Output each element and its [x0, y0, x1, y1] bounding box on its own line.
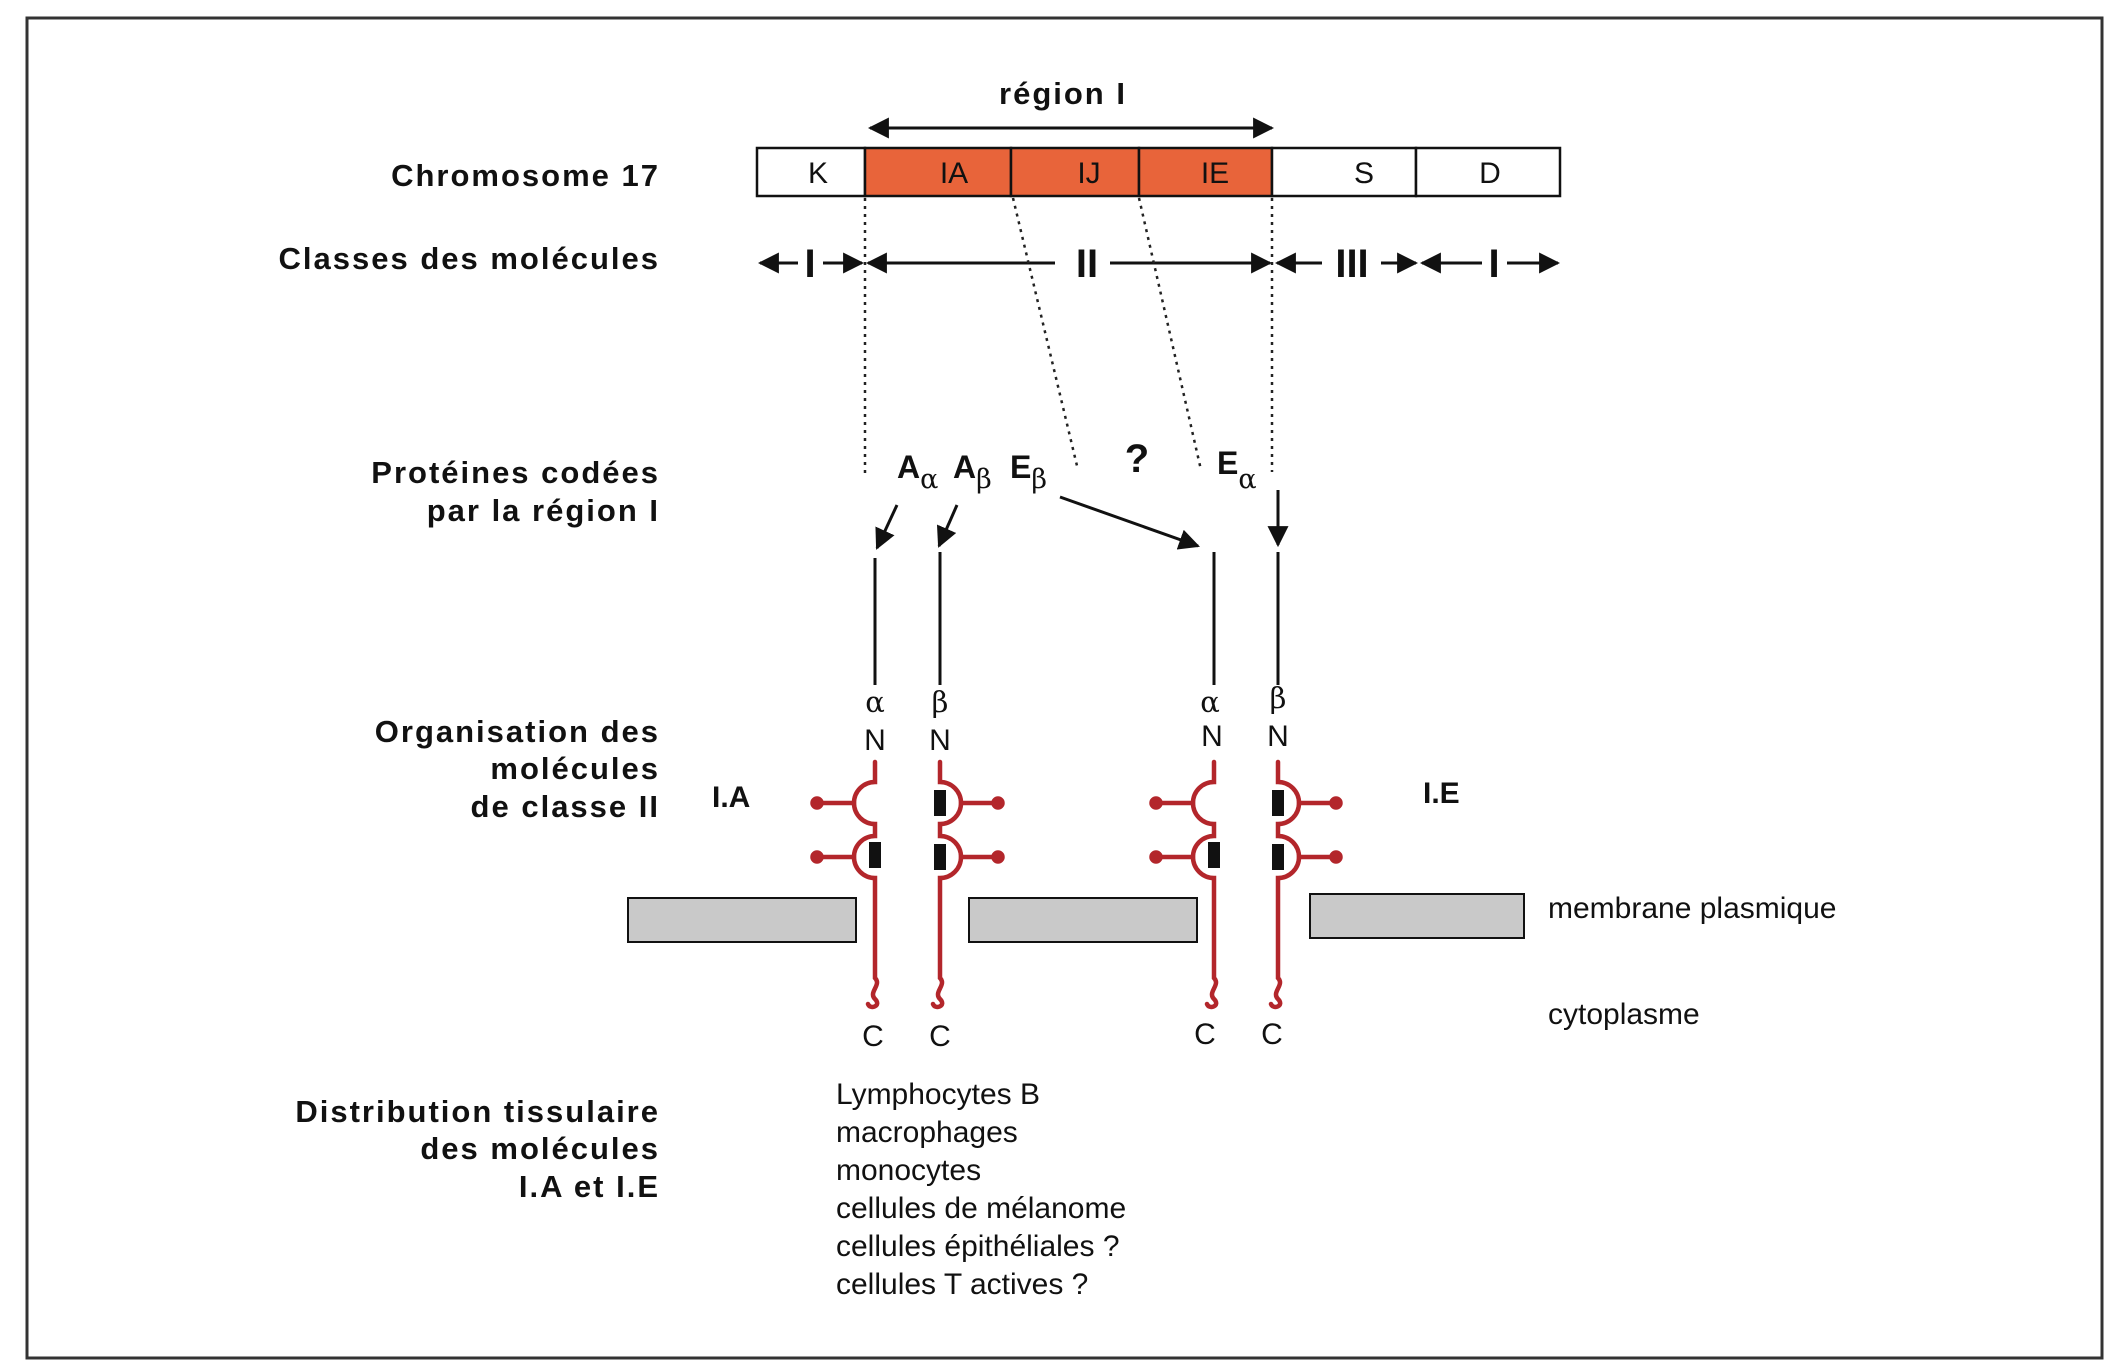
- chain-4-n-terminus: N: [1267, 720, 1289, 753]
- chain-4-c-terminus: C: [1261, 1018, 1283, 1051]
- protein-e-beta: Eβ: [1010, 449, 1047, 495]
- membrane-segment-middle: [968, 897, 1198, 943]
- molecule-ie-label: I.E: [1423, 777, 1460, 810]
- segment-ij: [1009, 146, 1141, 198]
- ia-alpha-disulfide-block: [869, 842, 881, 868]
- segment-s: [1270, 146, 1418, 198]
- protein-e-alpha: Eα: [1217, 445, 1257, 495]
- ia-beta-block-upper: [934, 790, 946, 816]
- proteins-row: Aα Aβ Eβ ? Eα: [897, 437, 1257, 495]
- proteins-row-label-line2: par la région I: [427, 493, 660, 528]
- ie-beta-chain: [1268, 759, 1343, 1010]
- segment-ie: [1137, 146, 1274, 198]
- organisation-row-label-line2: molécules: [490, 751, 660, 786]
- arrow-a-alpha-to-chain: [875, 504, 899, 550]
- distribution-item: monocytes: [836, 1154, 981, 1187]
- projection-line-ij-ie: [1137, 197, 1203, 471]
- distribution-row-label-line1: Distribution tissulaire: [295, 1094, 660, 1129]
- ie-alpha-chain: [1149, 759, 1219, 1010]
- ia-alpha-chain: [810, 759, 880, 1010]
- plasma-membrane: [627, 893, 1525, 943]
- cytoplasm-label: cytoplasme: [1548, 998, 1700, 1031]
- chain-3-c-terminus: C: [1194, 1018, 1216, 1051]
- distribution-row-label-line3: I.A et I.E: [519, 1169, 660, 1204]
- class-ii-label: II: [1076, 242, 1098, 286]
- distribution-item: Lymphocytes B: [836, 1078, 1040, 1111]
- segment-ie-label: IE: [1201, 157, 1229, 190]
- region-label: région I: [999, 76, 1127, 111]
- chain-leaders: [873, 552, 1280, 685]
- molecule-ia-label: I.A: [712, 781, 750, 814]
- proteins-row-label-line1: Protéines codées: [371, 455, 660, 490]
- ia-beta-block-lower: [934, 844, 946, 870]
- protein-a-beta: Aβ: [953, 449, 992, 495]
- class-i-d-label: I: [1488, 242, 1499, 286]
- distribution-row-label-line2: des molécules: [420, 1131, 660, 1166]
- chromosome-bar: K IA IJ IE S D: [755, 146, 1562, 198]
- arrow-a-beta-to-chain: [936, 504, 959, 548]
- ie-alpha-disulfide-block: [1208, 842, 1220, 868]
- segment-ij-label: IJ: [1077, 157, 1100, 190]
- segment-k-label: K: [808, 157, 828, 190]
- class-iii-label: III: [1335, 242, 1368, 286]
- segment-ia-label: IA: [940, 157, 968, 190]
- ie-beta-block-lower: [1272, 844, 1284, 870]
- chain-1-n-terminus: N: [864, 724, 886, 757]
- unknown-protein-mark: ?: [1125, 437, 1149, 481]
- segment-d-label: D: [1479, 157, 1501, 190]
- membrane-label: membrane plasmique: [1548, 892, 1836, 925]
- chain-2-n-terminus: N: [929, 724, 951, 757]
- arrow-e-beta-to-chain: [1059, 495, 1200, 550]
- chain-1-greek: α: [865, 685, 885, 719]
- protein-chain-arrows: [875, 490, 1289, 550]
- class-row: I II III I: [757, 242, 1561, 286]
- membrane-segment-right: [1309, 893, 1525, 939]
- chain-1-c-terminus: C: [862, 1020, 884, 1053]
- organisation-row-label-line1: Organisation des: [375, 714, 660, 749]
- projection-lines: [863, 197, 1274, 478]
- chromosome-row-label: Chromosome 17: [391, 158, 660, 193]
- distribution-list: Lymphocytes B macrophages monocytes cell…: [836, 1078, 1126, 1301]
- chain-2-greek: β: [932, 685, 949, 719]
- segment-d: [1414, 146, 1562, 198]
- segment-s-label: S: [1354, 157, 1374, 190]
- membrane-segment-left: [627, 897, 857, 943]
- protein-a-alpha: Aα: [897, 449, 938, 495]
- distribution-item: cellules T actives ?: [836, 1268, 1088, 1301]
- distribution-item: macrophages: [836, 1116, 1018, 1149]
- segment-ia: [863, 146, 1013, 198]
- organisation-row-label-line3: de classe II: [471, 789, 660, 824]
- distribution-item: cellules de mélanome: [836, 1192, 1126, 1225]
- chain-3-greek: α: [1200, 685, 1220, 719]
- figure-frame: [25, 16, 2104, 1360]
- projection-line-ia-ij: [1011, 197, 1080, 471]
- ia-beta-chain: [930, 759, 1005, 1010]
- distribution-item: cellules épithéliales ?: [836, 1230, 1120, 1263]
- classes-row-label: Classes des molécules: [279, 241, 660, 276]
- chain-4-greek: β: [1270, 681, 1287, 715]
- ie-beta-block-upper: [1272, 790, 1284, 816]
- chain-2-c-terminus: C: [929, 1020, 951, 1053]
- chain-3-n-terminus: N: [1201, 720, 1223, 753]
- class-i-label: I: [804, 242, 815, 286]
